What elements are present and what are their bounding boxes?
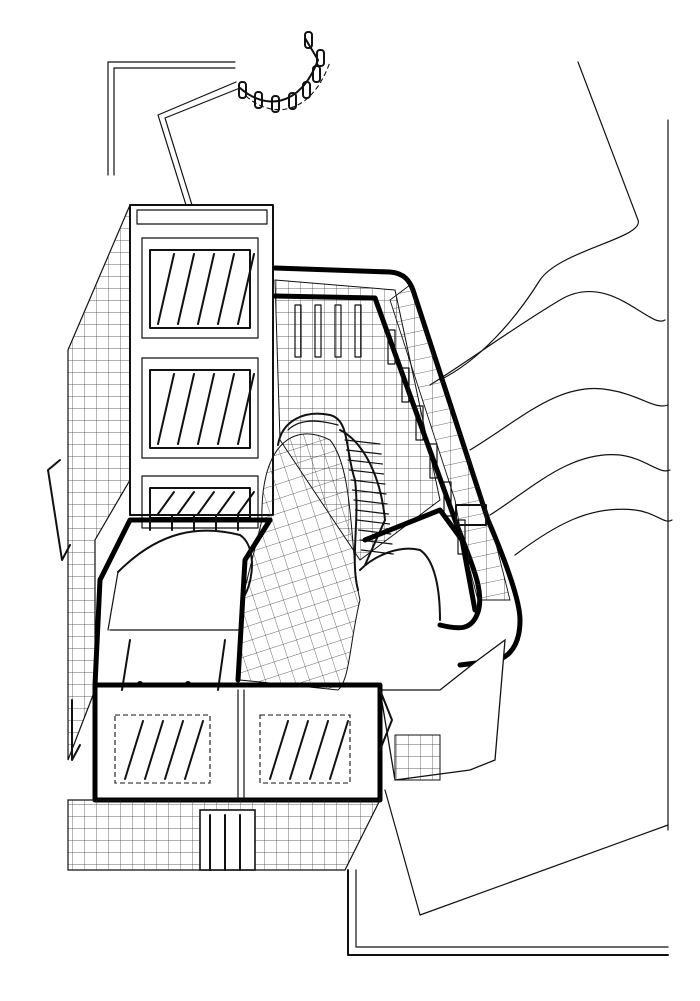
window-glazing-line xyxy=(217,253,235,325)
window-glazing-line xyxy=(177,253,195,325)
right-corner-piece xyxy=(379,689,393,751)
right-wing-inner-wall xyxy=(272,293,483,631)
wing-column xyxy=(401,367,410,403)
tower-block xyxy=(129,204,274,529)
bottom-site-line xyxy=(384,789,669,916)
pergola-column xyxy=(316,49,325,67)
bottom-wall-outer xyxy=(347,869,669,956)
courtyard-curved-wall xyxy=(277,412,359,591)
entrance xyxy=(199,809,256,871)
wave-line-1 xyxy=(429,291,666,386)
stair-tread xyxy=(351,489,387,495)
building-left-wall xyxy=(47,204,131,761)
site-lines xyxy=(107,61,673,956)
stair-outline xyxy=(339,429,386,566)
corner-window xyxy=(455,504,487,526)
courtyard-curved-wall-2 xyxy=(287,420,339,431)
stair-tread xyxy=(353,499,388,505)
pergola-column xyxy=(302,81,311,99)
stair-tread xyxy=(356,519,391,525)
upper-room-right-wall xyxy=(235,517,273,683)
left-wall-step xyxy=(47,459,71,561)
floor-beams-2 xyxy=(217,639,226,691)
upper-room xyxy=(92,514,273,691)
upper-column xyxy=(294,304,302,358)
window-glazing-line xyxy=(237,491,255,515)
upper-column xyxy=(354,304,362,358)
path-to-pergola-2 xyxy=(157,81,237,206)
lower-window xyxy=(114,714,211,784)
window-glazing-line xyxy=(197,491,215,515)
window-glazing-line xyxy=(237,253,255,325)
wing-column xyxy=(387,329,396,365)
arched-opening xyxy=(359,547,441,621)
pergola-column xyxy=(288,92,297,110)
path-to-pergola xyxy=(164,87,241,206)
tower-outline xyxy=(129,204,274,516)
tower-bay xyxy=(141,357,259,459)
wave-line-2 xyxy=(469,387,669,451)
lower-glazing-line xyxy=(309,720,329,780)
wing-column xyxy=(415,405,424,441)
window-glazing-line xyxy=(237,373,255,445)
upper-room-thick-wall xyxy=(92,517,273,688)
lower-glazing-line xyxy=(289,720,309,780)
window-glazing-line xyxy=(157,253,175,325)
lower-glazing-line xyxy=(269,720,289,780)
window-glazing-line xyxy=(217,373,235,445)
curved-room-wall xyxy=(362,507,478,613)
wave-line-4 xyxy=(514,508,673,556)
window-glazing-line xyxy=(217,491,235,515)
pergola-column xyxy=(271,95,280,113)
pergola-column xyxy=(312,65,321,83)
window-glazing-line xyxy=(157,491,175,515)
pergola-column xyxy=(254,91,263,109)
stair-tread xyxy=(345,449,382,455)
pergola-colonnade xyxy=(238,31,331,113)
window-glazing-line xyxy=(197,253,215,325)
tower-window xyxy=(149,369,251,449)
top-site-boundary-inner xyxy=(113,67,236,176)
courtyard-floor-main xyxy=(239,433,361,691)
left-wall-face xyxy=(67,204,131,761)
lower-window xyxy=(259,714,351,784)
wing-column xyxy=(429,443,438,479)
floor-beams xyxy=(121,639,131,691)
upper-column xyxy=(314,304,322,358)
lower-section xyxy=(67,682,393,871)
right-wing-thick-wall xyxy=(272,265,523,668)
window-glazing-line xyxy=(177,491,195,515)
upper-column xyxy=(334,304,342,358)
vault-curve xyxy=(117,529,253,596)
lower-right-tiled-face xyxy=(394,734,441,781)
lower-glazing-line xyxy=(329,720,349,780)
stair-tread xyxy=(348,469,385,475)
lower-glazing-line xyxy=(164,720,184,780)
room-inner-line-2 xyxy=(107,571,119,631)
bottom-wall-inner xyxy=(355,869,669,948)
tower-window xyxy=(149,249,251,329)
lower-glazing-line xyxy=(124,720,144,780)
pergola-column xyxy=(304,31,313,49)
right-wing xyxy=(272,265,523,781)
window-glazing-line xyxy=(177,373,195,445)
pergola-column xyxy=(238,81,247,99)
lower-glazing-line xyxy=(184,720,204,780)
window-glazing-line xyxy=(157,373,175,445)
tower-bay xyxy=(141,475,259,529)
window-glazing-line xyxy=(197,373,215,445)
right-landscape-edge xyxy=(439,61,639,381)
wave-line-3 xyxy=(489,454,671,516)
stair-tread xyxy=(344,439,381,445)
stair-tread xyxy=(354,509,389,515)
tower-bay xyxy=(141,237,259,339)
courtyard xyxy=(239,279,441,691)
tower-parapet xyxy=(136,209,268,225)
lower-glazing-line xyxy=(144,720,164,780)
left-wall-step-2 xyxy=(71,699,81,761)
top-site-boundary xyxy=(107,61,236,176)
stair-tread xyxy=(347,459,383,465)
stair-tread xyxy=(350,479,386,485)
